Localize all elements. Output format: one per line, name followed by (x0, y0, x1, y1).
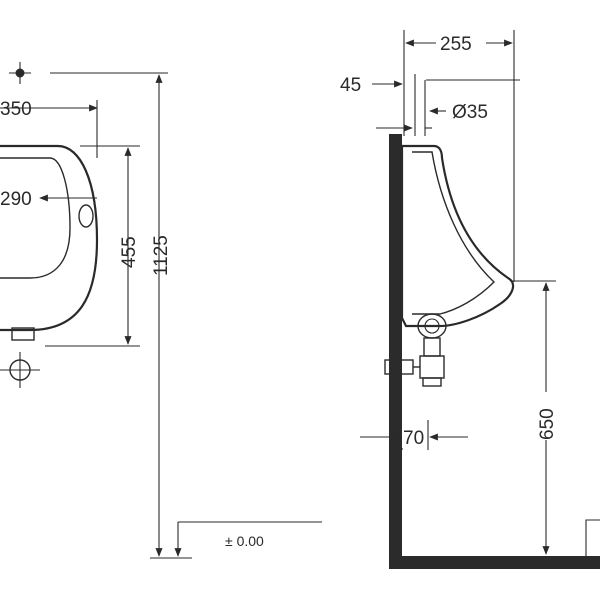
urinal-front-bowl (0, 157, 71, 279)
side-inlet-oval (78, 204, 94, 228)
urinal-side-bowl (412, 151, 496, 315)
floor (389, 556, 600, 569)
dim-255-label: 255 (440, 34, 472, 55)
floor-step (585, 519, 600, 556)
front-view: 350 290 455 1125 ± 0.00 (0, 62, 322, 559)
dim-70-label-bg (402, 426, 426, 448)
floor-level-label: ± 0.00 (225, 533, 264, 549)
waste-symbol (0, 352, 40, 388)
dim-255-label-bg (436, 30, 486, 54)
urinal-side-outline (400, 144, 515, 328)
trap-assembly (384, 313, 447, 387)
inlet-symbol (9, 62, 31, 84)
dim-35-label: Ø35 (452, 102, 488, 123)
floor-level-marker (174, 521, 322, 557)
dim-650-label-bg (530, 392, 560, 440)
dim-70-label: 70 (403, 428, 424, 449)
dim-290-label: 290 (0, 189, 32, 210)
dim-455-label: 455 (119, 236, 140, 268)
dim-1125-label: 1125 (151, 235, 172, 276)
side-view: 255 45 Ø35 70 (340, 30, 600, 569)
front-outlet (11, 327, 35, 341)
dim-650-label: 650 (537, 408, 558, 440)
urinal-front-outline (0, 144, 99, 332)
dim-45-label: 45 (340, 75, 361, 96)
dim-350-label: 350 (0, 99, 32, 120)
wall (389, 134, 402, 569)
